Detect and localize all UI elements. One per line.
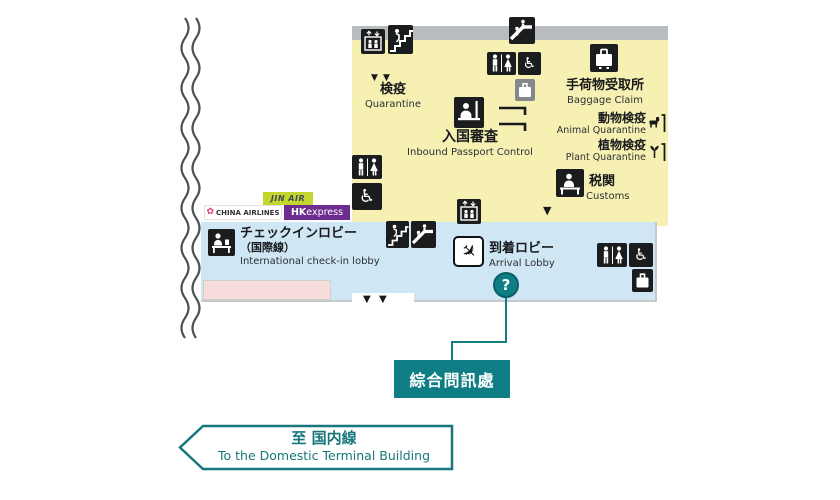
arrival-lobby-label-jp: 到着ロビー	[489, 241, 555, 256]
plant-quarantine-label-jp: 植物検疫	[597, 138, 646, 152]
exit-notch	[352, 293, 414, 311]
baggage-claim-label-jp: 手荷物受取所	[565, 78, 644, 93]
plant-quarantine-label-en: Plant Quarantine	[565, 152, 646, 163]
animal-quarantine-label-jp: 動物検疫	[597, 111, 646, 125]
elevator-icon	[361, 29, 385, 54]
info-center-box: 綜合問訊處	[394, 360, 510, 398]
direction-triangle: ▼	[379, 294, 387, 305]
domestic-link-jp: 至 国内線	[291, 429, 357, 447]
baggage-claim-label-en: Baggage Claim	[567, 95, 643, 106]
direction-triangle: ▼	[371, 73, 378, 83]
wheelchair-glyph: ♿	[358, 185, 376, 207]
elevator-icon	[457, 199, 481, 224]
checkin-lobby-label-jp: チェックインロビー	[240, 226, 358, 241]
info-center-label: 綜合問訊處	[409, 371, 495, 390]
wheelchair-icon: ♿	[629, 243, 653, 267]
question-glyph: ?	[501, 275, 511, 294]
restroom-icon	[597, 243, 627, 267]
wheelchair-icon: ♿	[352, 183, 382, 210]
checkin-lobby-label-en: International check-in lobby	[240, 256, 380, 267]
check-in-counter-icon	[208, 229, 235, 256]
hk-express-logo-text-bold: HK	[290, 207, 307, 218]
hk-express-logo: HK express	[284, 205, 350, 220]
wheelchair-glyph: ♿	[522, 54, 537, 72]
jinair-logo-text: JIN AIR	[270, 194, 306, 203]
restroom-icon	[487, 52, 516, 75]
wheelchair-icon: ♿	[518, 52, 541, 75]
plum-blossom-icon: ✿	[206, 207, 215, 217]
quarantine-label-en: Quarantine	[364, 99, 422, 110]
info-connector-line	[451, 296, 507, 361]
animal-quarantine-label-en: Animal Quarantine	[556, 125, 646, 136]
escalator-icon	[411, 221, 436, 248]
domestic-link-en: To the Domestic Terminal Building	[218, 448, 430, 463]
jinair-logo: JIN AIR	[263, 192, 313, 205]
direction-triangle: ▼	[383, 73, 390, 83]
torn-edge-wavy-line	[191, 17, 201, 339]
luggage-icon	[632, 269, 653, 292]
customs-label-en: Customs	[586, 191, 630, 202]
customs-officer-icon	[556, 169, 584, 197]
hk-express-logo-text: express	[306, 207, 344, 218]
quarantine-label-jp: 検疫	[379, 82, 406, 97]
arrival-lobby-label-en: Arrival Lobby	[489, 258, 555, 269]
animal-quarantine-icon	[649, 114, 666, 132]
customs-label-jp: 税関	[589, 174, 616, 189]
china-airlines-logo-text: CHINA AIRLINES	[216, 208, 280, 217]
stairs-icon	[388, 25, 413, 54]
luggage-cart-icon	[515, 79, 535, 101]
baggage-claim-icon	[590, 44, 618, 72]
direction-triangle: ▼	[363, 294, 371, 305]
landing-plane-glyph: ✈	[456, 238, 482, 264]
wheelchair-glyph: ♿	[633, 245, 649, 264]
china-airlines-logo: ✿ CHINA AIRLINES	[204, 205, 282, 220]
checkin-lobby-label-jp-sub: （国際線）	[240, 241, 295, 254]
domestic-arrow-outline	[178, 424, 454, 471]
restroom-icon	[352, 155, 382, 179]
arrival-plane-icon: ✈	[453, 236, 484, 267]
passport-control-icon	[454, 97, 484, 128]
stairs-icon	[386, 221, 409, 248]
passport-control-label-en: Inbound Passport Control	[407, 147, 533, 158]
plant-quarantine-icon	[650, 143, 666, 161]
direction-triangle: ▼	[543, 204, 552, 217]
information-question-icon: ?	[493, 272, 519, 298]
immigration-gates-icon	[499, 106, 527, 131]
passport-control-label-jp: 入国審査	[442, 129, 498, 145]
escalator-icon	[509, 17, 535, 44]
checkin-counter-strip	[203, 280, 331, 300]
torn-edge-wavy-line	[180, 17, 190, 339]
